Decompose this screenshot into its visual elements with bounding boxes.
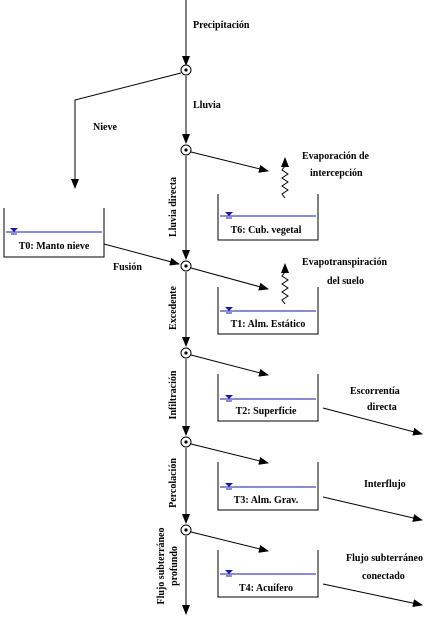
melt-arrow bbox=[103, 243, 180, 266]
label-percolation: Percolación bbox=[168, 458, 179, 508]
node-percolation bbox=[180, 524, 192, 536]
tank-t3: T3: Alm. Grav. bbox=[217, 462, 319, 511]
tank-t0: T0: Manto nieve bbox=[3, 208, 105, 258]
tank-t2: T2: Superficie bbox=[217, 374, 319, 422]
tank-t1-label: T1: Alm. Estático bbox=[231, 319, 306, 330]
to-t6-arrow bbox=[190, 151, 269, 173]
connected-groundwater-arrow bbox=[322, 583, 423, 608]
label-evapotranspiration-2: del suelo bbox=[327, 276, 364, 287]
label-melt: Fusión bbox=[113, 262, 142, 273]
label-connected-groundwater-2: conectado bbox=[362, 571, 405, 582]
interception-evaporation-arrow bbox=[281, 157, 289, 199]
tank-t1: T1: Alm. Estático bbox=[217, 287, 319, 335]
node-precipitation bbox=[180, 64, 192, 76]
node-rain bbox=[180, 144, 192, 156]
tank-t4-label: T4: Acuífero bbox=[239, 583, 293, 594]
tank-t6: T6: Cub. vegetal bbox=[217, 194, 319, 241]
tank-t4: T4: Acuífero bbox=[217, 550, 319, 598]
to-t3-arrow bbox=[190, 443, 269, 465]
node-infiltration bbox=[180, 436, 192, 448]
label-deep-groundwater-1: Flujo subterráneo bbox=[156, 528, 167, 605]
interflow-arrow bbox=[322, 496, 423, 522]
label-interception-evaporation-1: Evaporación de bbox=[302, 151, 370, 162]
label-evapotranspiration-1: Evapotranspiración bbox=[302, 257, 387, 268]
label-precipitation: Precipitación bbox=[193, 20, 250, 31]
node-direct-rain bbox=[180, 260, 192, 272]
label-surplus: Excedente bbox=[168, 286, 179, 330]
tank-t2-label: T2: Superficie bbox=[236, 406, 297, 417]
soil-evapotranspiration-arrow bbox=[281, 263, 289, 305]
to-t1-arrow bbox=[190, 267, 269, 291]
label-interception-evaporation-2: intercepción bbox=[310, 168, 363, 179]
tank-t0-label: T0: Manto nieve bbox=[19, 241, 90, 252]
label-snow: Nieve bbox=[93, 122, 117, 133]
label-deep-groundwater-2: profundo bbox=[169, 546, 180, 586]
to-t4-arrow bbox=[190, 531, 269, 553]
to-t2-arrow bbox=[190, 354, 269, 377]
node-surplus bbox=[180, 347, 192, 359]
label-runoff-2: directa bbox=[367, 402, 397, 413]
label-infiltration: Infiltración bbox=[168, 370, 179, 419]
label-connected-groundwater-1: Flujo subterráneo bbox=[346, 553, 423, 564]
label-interflow: Interflujo bbox=[364, 479, 406, 490]
label-rain: Lluvia bbox=[193, 100, 221, 111]
tank-t6-label: T6: Cub. vegetal bbox=[231, 225, 302, 236]
tank-t3-label: T3: Alm. Grav. bbox=[234, 495, 299, 506]
snow-branch-line bbox=[71, 72, 182, 189]
label-direct-rain: Lluvia directa bbox=[168, 177, 179, 237]
runoff-arrow bbox=[322, 407, 423, 436]
label-runoff-1: Escorrentía bbox=[350, 386, 400, 397]
